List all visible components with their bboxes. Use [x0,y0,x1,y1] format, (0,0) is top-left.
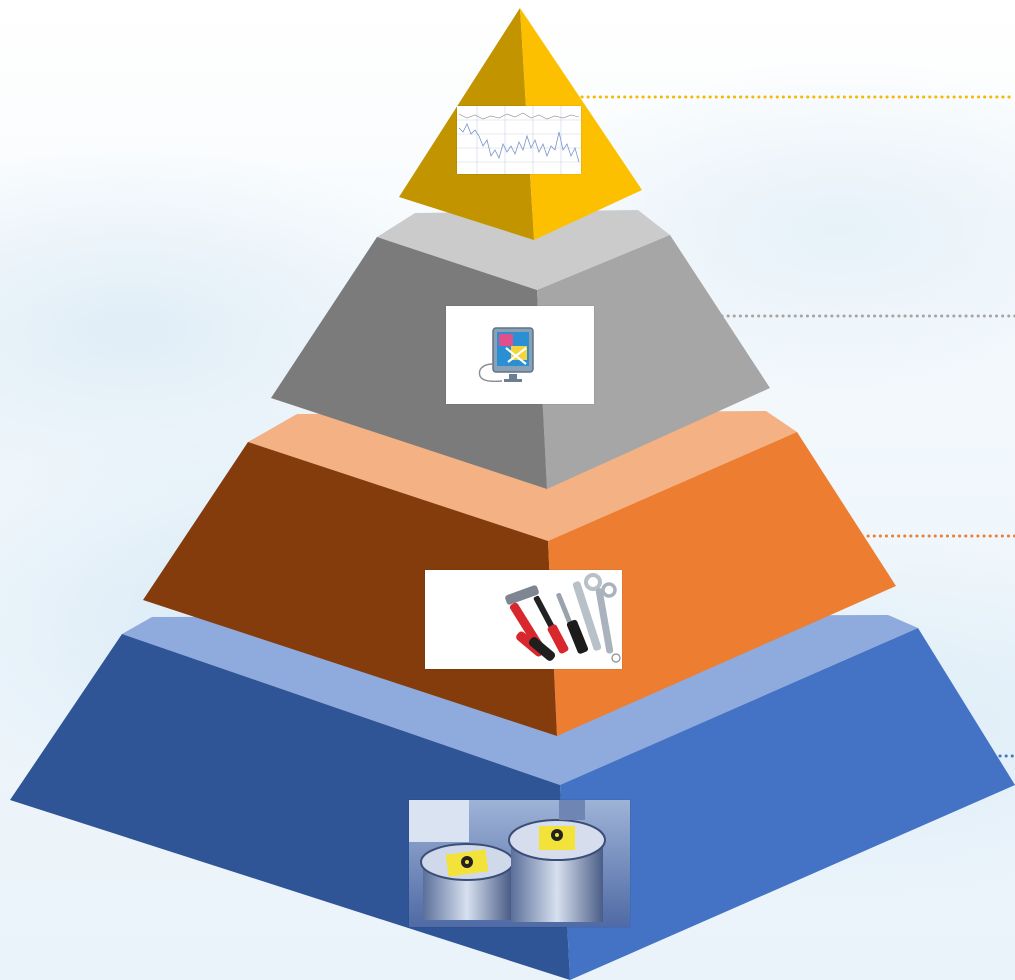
pyramid-level-2[interactable] [271,210,770,489]
hand-tools-thumbnail [425,570,622,669]
radioactive-containers-thumbnail [409,800,630,927]
tools-icon [425,570,622,669]
level-4-right-face [560,628,1015,980]
line-chart-icon [457,106,581,174]
level-3-right-face [548,432,896,736]
radiation-containers-icon [409,800,630,927]
line-chart-thumbnail [457,106,581,174]
level-2-top-face [377,210,670,290]
level-1-right-face [520,8,642,240]
computer-monitor-thumbnail [446,306,594,404]
level-2-right-face [537,235,770,489]
monitor-icon [446,306,594,404]
level-2-left-face [271,237,547,489]
